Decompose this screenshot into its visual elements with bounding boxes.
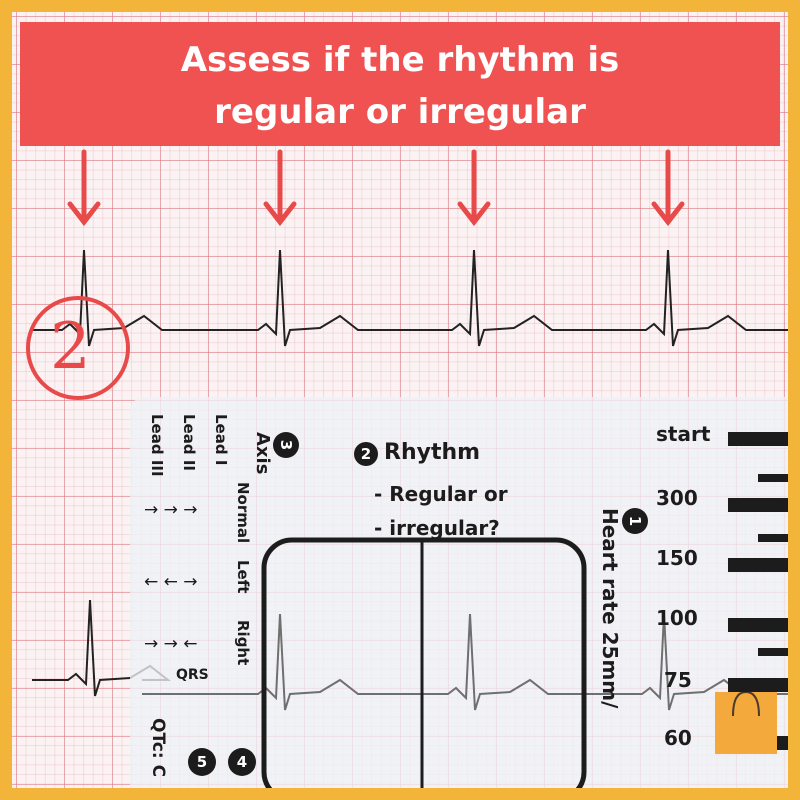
banner-line-2: regular or irregular bbox=[214, 92, 586, 132]
ecg-trace-under-ruler bbox=[142, 613, 788, 711]
scale-150: 150 bbox=[656, 546, 698, 570]
scale-bar bbox=[728, 432, 788, 446]
ecg-trace-top bbox=[32, 249, 788, 347]
normal-arrows: → → → bbox=[144, 500, 198, 520]
rhythm-step-badge: 2 bbox=[354, 442, 378, 466]
scale-bar bbox=[728, 558, 788, 572]
axis-text: Axis bbox=[252, 432, 273, 475]
qrs-label: QRS bbox=[176, 667, 209, 683]
title-banner: Assess if the rhythm is regular or irreg… bbox=[20, 22, 780, 146]
right-arrows: → → ← bbox=[144, 634, 198, 654]
arrow-down-icon bbox=[457, 149, 491, 227]
scale-start: start bbox=[656, 422, 711, 446]
scale-bar bbox=[758, 534, 788, 542]
bag-handle-icon bbox=[732, 690, 760, 717]
step-4-badge: 4 bbox=[228, 748, 262, 776]
normal-label: Normal bbox=[234, 482, 252, 544]
r-wave-arrows bbox=[67, 149, 685, 227]
arrow-down-icon bbox=[263, 149, 297, 227]
banner-line-1: Assess if the rhythm is bbox=[180, 40, 620, 80]
ecg-ruler bbox=[130, 397, 788, 788]
ecg-overlay bbox=[26, 149, 788, 697]
rhythm-line-1: - Regular or bbox=[374, 482, 508, 506]
left-label: Left bbox=[234, 560, 252, 594]
scale-bar bbox=[758, 648, 788, 656]
axis-step-badge: 3 bbox=[273, 432, 299, 458]
circled-step-number: 2 bbox=[50, 310, 91, 384]
scale-60: 60 bbox=[664, 726, 692, 750]
scale-75: 75 bbox=[664, 668, 692, 692]
arrow-down-icon bbox=[651, 149, 685, 227]
heart-rate-step-badge: 1 bbox=[622, 508, 648, 534]
arrow-down-icon bbox=[67, 149, 101, 227]
step-5-badge: 5 bbox=[188, 748, 222, 776]
rhythm-window bbox=[261, 537, 587, 788]
heart-rate-text: Heart rate 25mm/ bbox=[598, 508, 622, 709]
qtc-label: QTc: C bbox=[148, 718, 168, 778]
left-arrows: ← ← → bbox=[144, 572, 198, 592]
rhythm-title: Rhythm bbox=[384, 440, 481, 465]
shopping-bag-icon[interactable] bbox=[715, 690, 777, 754]
scale-bar bbox=[728, 678, 788, 692]
step-circle bbox=[26, 296, 130, 400]
scale-bar bbox=[728, 498, 788, 512]
lead-iii-label: Lead III bbox=[148, 414, 166, 477]
scale-bar bbox=[758, 474, 788, 482]
lead-i-label: Lead I bbox=[212, 414, 230, 466]
scale-100: 100 bbox=[656, 606, 698, 630]
banner-title: Assess if the rhythm is regular or irreg… bbox=[20, 34, 780, 138]
lead-ii-label: Lead II bbox=[180, 414, 198, 471]
scale-300: 300 bbox=[656, 486, 698, 510]
scale-bar bbox=[728, 618, 788, 632]
rhythm-line-2: - irregular? bbox=[374, 516, 500, 540]
right-label: Right bbox=[234, 620, 252, 666]
